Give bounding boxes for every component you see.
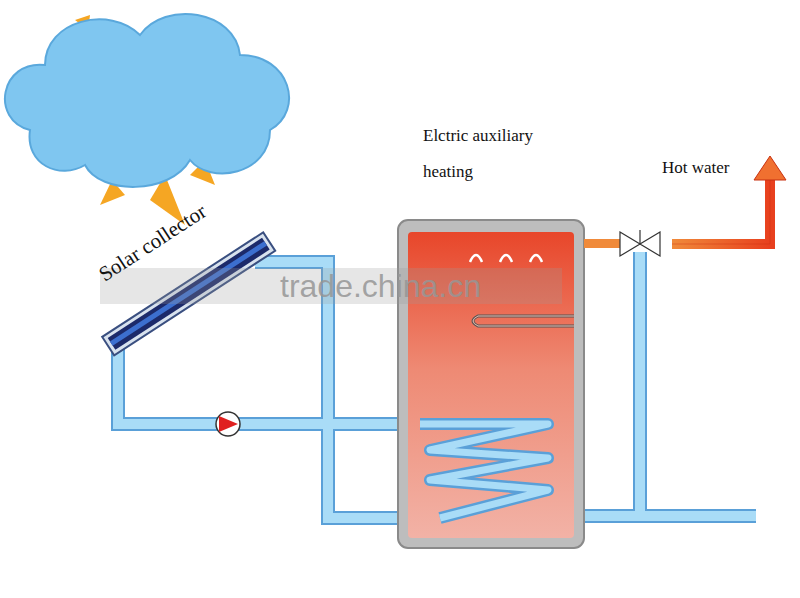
- watermark: trade.china.cn: [280, 268, 580, 305]
- cloud: [5, 14, 289, 187]
- hot-water-outlet: [584, 156, 786, 256]
- heat-exchanger-coil: [420, 424, 548, 518]
- outlet-label: Hot water: [662, 158, 772, 178]
- pump: [216, 412, 240, 436]
- heater-label: Elctric auxiliary heating: [423, 118, 563, 190]
